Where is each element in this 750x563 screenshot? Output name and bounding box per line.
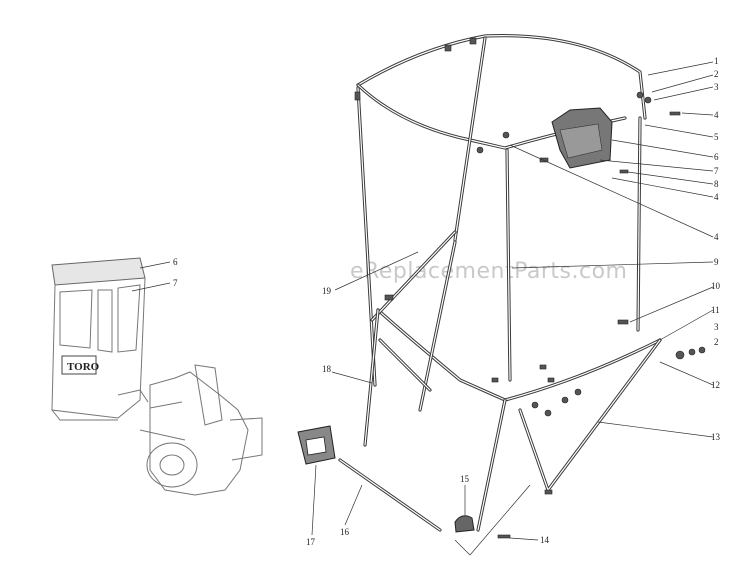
callout-4: 4 — [714, 192, 719, 202]
hardware-bolt — [544, 489, 553, 495]
hardware-nut — [644, 96, 652, 104]
hardware-nut — [561, 396, 569, 404]
callout-12: 12 — [711, 380, 720, 390]
callout-9: 9 — [714, 257, 719, 267]
hardware-nut — [502, 131, 510, 139]
inset-badge — [61, 355, 97, 375]
hardware-bolt — [669, 111, 681, 116]
callout-6: 6 — [714, 152, 719, 162]
callout-10: 10 — [711, 281, 721, 291]
hardware-nut — [531, 401, 539, 409]
hardware-bolt — [617, 319, 629, 325]
hardware-nut — [688, 348, 696, 356]
callout-3: 3 — [714, 82, 719, 92]
callout-6: 6 — [173, 257, 178, 267]
callout-7: 7 — [173, 278, 178, 288]
hardware-clip — [354, 91, 361, 101]
hardware-bolt — [619, 169, 629, 174]
callout-16: 16 — [340, 527, 350, 537]
watermark-text: eReplacementParts.com — [350, 259, 627, 284]
callout-4: 4 — [714, 232, 719, 242]
callout-1: 1 — [714, 56, 719, 66]
callout-19: 19 — [322, 286, 332, 296]
hardware-bolt — [491, 377, 499, 383]
hardware-washer — [675, 350, 685, 360]
cab-frame — [297, 34, 706, 539]
hardware-bolt — [539, 364, 547, 370]
callout-18: 18 — [322, 364, 332, 374]
clamp — [454, 515, 475, 533]
callout-14: 14 — [540, 535, 550, 545]
hardware-nut — [476, 146, 484, 154]
hardware-nut — [698, 346, 706, 354]
callout-3: 3 — [714, 322, 719, 332]
hardware-nut — [574, 388, 582, 396]
hardware-bolt — [547, 377, 555, 383]
callout-11: 11 — [711, 305, 720, 315]
hardware-bolt — [497, 534, 511, 539]
callout-4: 4 — [714, 110, 719, 120]
callout-5: 5 — [714, 132, 719, 142]
inset-snowblower-illustration: TORO — [51, 257, 263, 496]
callout-8: 8 — [714, 179, 719, 189]
callout-15: 15 — [460, 474, 470, 484]
callout-2: 2 — [714, 69, 719, 79]
callout-labels: 1 2 3 4 5 6 7 8 4 4 9 10 11 3 2 12 13 14… — [173, 56, 721, 547]
hardware-nut — [544, 409, 552, 417]
hardware-clip — [384, 294, 394, 301]
hardware-clip — [469, 37, 477, 45]
callout-2: 2 — [714, 337, 719, 347]
inset-badge-text: TORO — [67, 361, 100, 373]
hardware-nut — [636, 91, 644, 99]
callout-13: 13 — [711, 432, 721, 442]
leader-lines — [131, 61, 714, 556]
callout-17: 17 — [306, 537, 316, 547]
hardware-clip — [444, 44, 452, 52]
callout-7: 7 — [714, 166, 719, 176]
hardware-bolt — [539, 157, 549, 163]
inset-cab-top-cover — [51, 257, 146, 286]
